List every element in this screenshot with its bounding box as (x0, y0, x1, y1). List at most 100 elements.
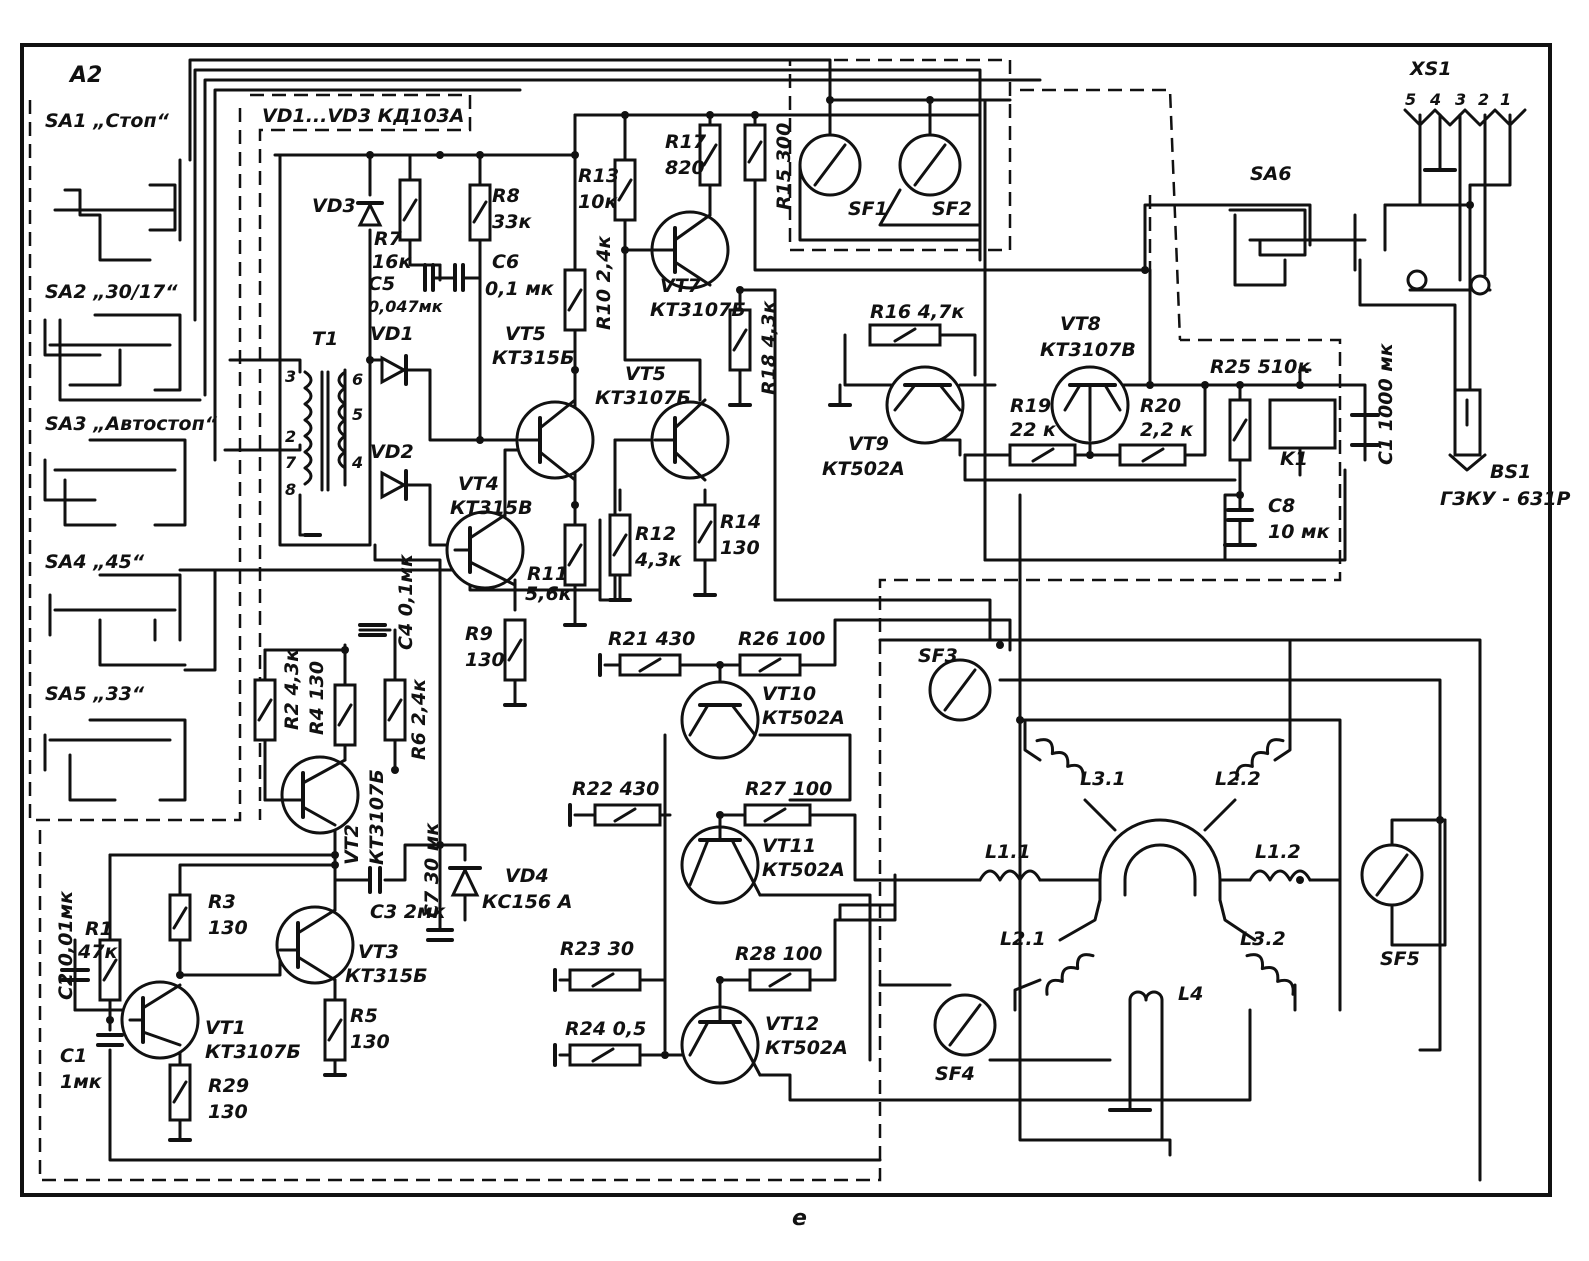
value-r5: 130 (350, 1031, 390, 1053)
resistor-r21 (618, 653, 682, 677)
label-r2: R2 4,3к (281, 648, 303, 730)
connector-xs1 (1403, 108, 1527, 296)
winding-l3-1 (1023, 718, 1117, 832)
value-r13: 10к (578, 191, 618, 213)
label-r3: R3 (208, 891, 236, 913)
transistor-vt8 (1050, 365, 1130, 445)
label-vt5: VT5 (505, 323, 546, 345)
resistor-r7 (398, 178, 422, 242)
t1-pin-7: 7 (285, 453, 297, 472)
resistor-r29 (168, 1063, 192, 1122)
label-l2-2: L2.2 (1215, 768, 1261, 790)
label-l4: L4 (1178, 983, 1203, 1005)
value-c8: 10 мк (1268, 521, 1331, 543)
resistor-r11 (563, 523, 587, 587)
resistor-r27 (743, 803, 812, 827)
switch-sa1 (53, 158, 182, 262)
resistor-r5 (323, 998, 347, 1062)
type-vt5: КТ315Б (492, 347, 575, 369)
t1-pin-3: 3 (285, 367, 296, 386)
resistor-r13 (613, 158, 637, 222)
value-r8: 33к (492, 211, 532, 233)
transistor-vt9 (885, 365, 965, 445)
junction-dots (106, 96, 1474, 1059)
label-vt11: VT11 (762, 835, 816, 857)
wiring (73, 58, 1512, 1182)
value-r14: 130 (720, 537, 760, 559)
label-c8: C8 (1268, 495, 1295, 517)
type-vt7: КТ3107Б (650, 299, 746, 321)
label-c6: C6 (492, 251, 519, 273)
label-sf4: SF4 (935, 1063, 975, 1085)
label-c5: C5 (368, 273, 395, 295)
transistor-vt7 (648, 210, 730, 290)
label-r16: R16 4,7к (870, 301, 965, 323)
type-vt8: КТ3107В (1040, 339, 1136, 361)
label-sa4: SA4 „45“ (45, 551, 145, 573)
winding-l1-2 (1218, 869, 1342, 882)
type-bs1: ГЗКУ - 631Р (1440, 488, 1571, 510)
label-t1: T1 (312, 328, 338, 350)
label-vt9: VT9 (848, 433, 889, 455)
label-vt2: VT2 (341, 824, 363, 865)
label-sf1: SF1 (848, 198, 888, 220)
value-r1: 47к (77, 941, 118, 963)
capacitor-c7 (426, 928, 454, 942)
capacitor-c3 (368, 866, 382, 894)
switch-sa2 (43, 313, 202, 402)
label-r20: R20 (1140, 395, 1181, 417)
resistor-r19 (1008, 443, 1077, 467)
diode-vd4 (448, 866, 482, 922)
winding-l4 (1108, 990, 1164, 1142)
label-r12: R12 (635, 523, 676, 545)
label-sf5: SF5 (1380, 948, 1420, 970)
label-bs1: BS1 (1490, 461, 1531, 483)
label-r29: R29 (208, 1075, 249, 1097)
type-vt10: КТ502А (762, 707, 845, 729)
type-vt6: КТ3107Б (595, 387, 691, 409)
switch-sa6 (1228, 208, 1367, 287)
label-l1-1: L1.1 (985, 841, 1031, 863)
label-r9: R9 (465, 623, 493, 645)
xs1-pin-5: 5 (1405, 90, 1416, 109)
resistor-r22 (593, 803, 662, 827)
t1-pin-4: 4 (351, 453, 363, 472)
type-vt4: КТ315В (450, 497, 533, 519)
capacitor-c2 (60, 968, 90, 982)
label-r15: R15 300 (773, 123, 795, 210)
type-vt3: КТ315Б (345, 965, 428, 987)
winding-l2-2 (1203, 638, 1292, 832)
value-c5: 0,047мк (368, 297, 444, 316)
resistor-r26 (738, 653, 802, 677)
label-vt1: VT1 (205, 1017, 246, 1039)
transistors (120, 210, 1130, 1085)
label-vt8: VT8 (1060, 313, 1101, 335)
label-l2-1: L2.1 (1000, 928, 1046, 950)
diode-vd3 (356, 201, 384, 227)
capacitor-c6 (431, 263, 482, 292)
label-l3-2: L3.2 (1240, 928, 1286, 950)
transistor-vt4 (445, 510, 525, 590)
transistor-vt11 (680, 813, 762, 905)
resistor-r3 (168, 893, 192, 942)
label-r22: R22 430 (572, 778, 659, 800)
value-c6: 0,1 мк (485, 278, 555, 300)
value-r19: 22 к (1010, 419, 1057, 441)
winding-l3-2 (1245, 953, 1297, 1012)
value-r20: 2,2 к (1140, 419, 1194, 441)
type-vt1: КТ3107Б (205, 1041, 301, 1063)
label-r11: R11 (527, 563, 568, 585)
label-vt12: VT12 (765, 1013, 819, 1035)
resistor-r15 (743, 123, 767, 182)
resistor-r9 (503, 618, 527, 682)
resistor-r1 (98, 938, 122, 1002)
diodes (356, 201, 482, 922)
t1-pin-6: 6 (352, 370, 363, 389)
resistor-r2 (253, 678, 277, 742)
switch-sa3 (43, 438, 187, 527)
label-sa1: SA1 „Стоп“ (45, 110, 170, 132)
xs1-pin-4: 4 (1429, 90, 1441, 109)
label-vd1: VD1 (370, 323, 414, 345)
value-r12: 4,3к (634, 549, 683, 571)
